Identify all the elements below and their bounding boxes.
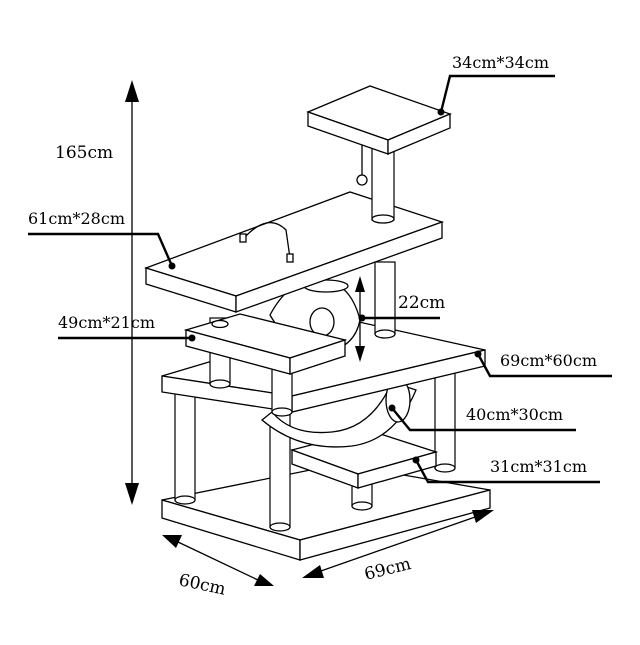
callout-upper-platform: 61cm*28cm [28, 209, 176, 270]
callout-main-platform: 69cm*60cm [474, 350, 612, 378]
low-step-label: 31cm*31cm [490, 457, 587, 476]
depth-label: 60cm [177, 570, 227, 599]
gap-label: 22cm [398, 293, 445, 313]
callout-low-step: 31cm*31cm [412, 456, 600, 484]
hanging-toy [243, 222, 291, 259]
barrel-label: 40cm*30cm [466, 405, 563, 424]
top-perch-label: 34cm*34cm [452, 53, 549, 72]
gap-dimension: 22cm [355, 276, 445, 362]
lower-posts [174, 371, 456, 532]
upper-platform [143, 191, 445, 313]
height-dimension: 165cm [55, 80, 139, 505]
main-platform-label: 69cm*60cm [500, 351, 597, 370]
left-step-label: 49cm*21cm [58, 313, 155, 332]
width-label: 69cm [362, 554, 413, 585]
top-perch [306, 85, 452, 155]
base-board [161, 463, 491, 561]
callout-top-perch: 34cm*34cm [437, 53, 555, 116]
callout-barrel: 40cm*30cm [388, 404, 576, 432]
left-step-platform [183, 313, 348, 375]
upper-platform-label: 61cm*28cm [28, 209, 125, 228]
height-label: 165cm [55, 143, 113, 163]
callout-left-step: 49cm*21cm [58, 313, 196, 342]
